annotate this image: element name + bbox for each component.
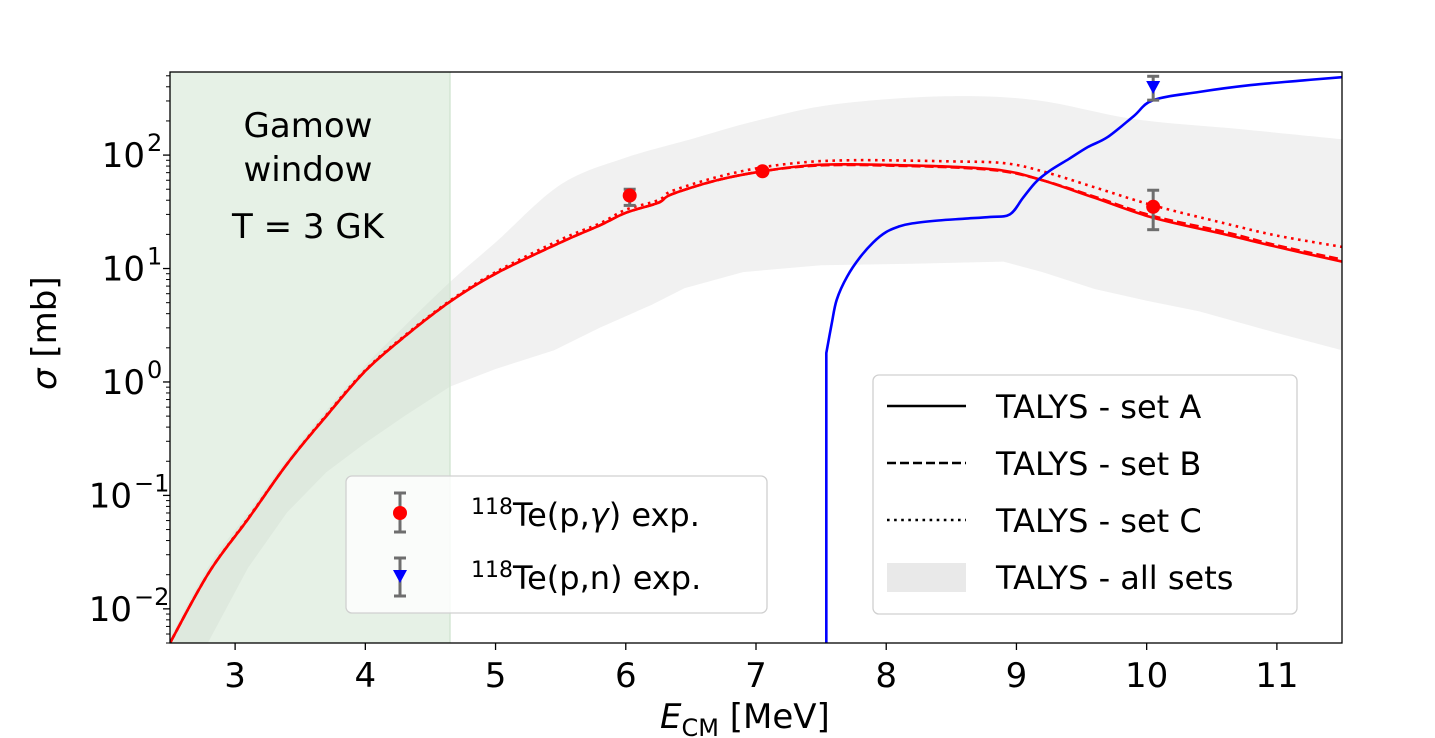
y-tick-label: 10 — [89, 590, 132, 630]
y-tick-label: 10 — [102, 363, 145, 403]
x-tick-label: 7 — [745, 656, 767, 696]
legend-set-b-label: TALYS - set B — [995, 445, 1201, 483]
legend-set-c-label: TALYS - set C — [995, 502, 1202, 540]
pn-data-point — [1146, 74, 1161, 102]
legend-pgamma-label: 118Te(p,γ) exp. — [471, 495, 700, 534]
y-tick-exponent: 1 — [147, 243, 162, 271]
x-tick-label: 5 — [485, 656, 507, 696]
legend-model: TALYS - set A TALYS - set B TALYS - set … — [872, 374, 1298, 615]
y-tick-label: 10 — [102, 136, 145, 176]
legend-pn-marker — [393, 556, 407, 598]
legend-set-a-label: TALYS - set A — [995, 388, 1201, 426]
pgamma-data-point — [622, 187, 637, 207]
y-tick-exponent: −1 — [134, 469, 169, 497]
pgamma-data-point — [1146, 188, 1161, 232]
y-tick-label: 10 — [89, 476, 132, 516]
legend-experimental: 118Te(p,γ) exp. 118Te(p,n) exp. — [345, 475, 768, 614]
x-tick-label: 11 — [1255, 656, 1298, 696]
experimental-points — [622, 74, 1161, 232]
x-tick-label: 4 — [355, 656, 377, 696]
y-tick-exponent: 2 — [147, 129, 162, 157]
y-axis-label: σ [mb] — [25, 276, 65, 390]
x-axis-ticks: 3 4 5 6 7 8 9 10 11 — [224, 643, 1299, 696]
x-tick-label: 10 — [1125, 656, 1168, 696]
gamow-label-line2: window — [244, 150, 373, 190]
x-tick-label: 3 — [224, 656, 246, 696]
y-tick-exponent: 0 — [147, 356, 162, 384]
x-tick-label: 9 — [1006, 656, 1028, 696]
pgamma-data-point — [755, 164, 770, 179]
legend-all-sets-label: TALYS - all sets — [995, 559, 1233, 597]
x-axis-label: ECM [MeV] — [660, 697, 830, 738]
y-tick-label: 10 — [102, 250, 145, 290]
gamow-label-line3: T = 3 GK — [231, 207, 386, 247]
x-tick-label: 8 — [875, 656, 897, 696]
legend-pgamma-marker — [393, 491, 407, 534]
talys-set-b-curve — [170, 163, 1342, 643]
gamow-label-line1: Gamow — [244, 106, 373, 146]
y-tick-exponent: −2 — [134, 583, 169, 611]
talys-all-sets-band — [170, 96, 1342, 643]
x-tick-label: 6 — [615, 656, 637, 696]
legend-band-swatch-icon — [887, 563, 966, 592]
legend-pn-label: 118Te(p,n) exp. — [471, 558, 701, 597]
